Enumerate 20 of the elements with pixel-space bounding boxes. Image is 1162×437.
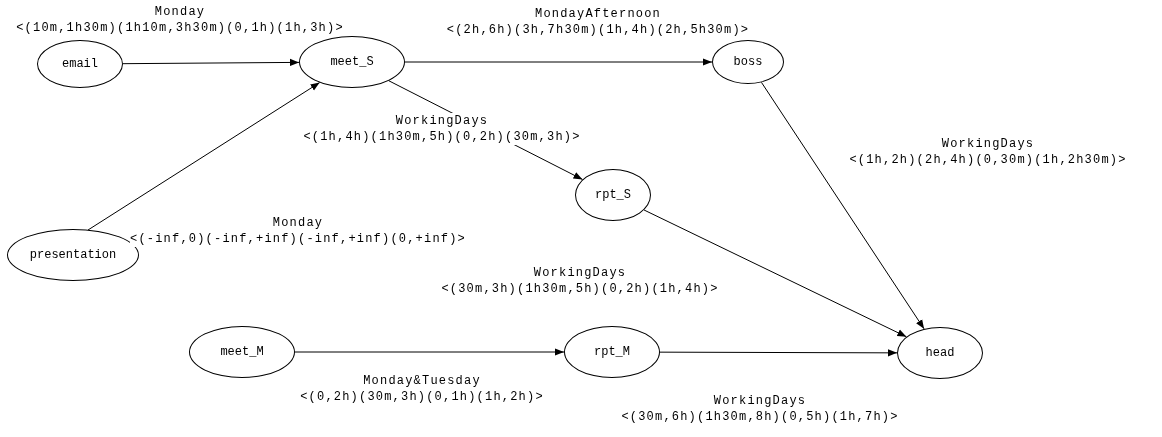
edge-label: WorkingDays <(1h,2h)(2h,4h)(0,30m)(1h,2h30m)> — [849, 136, 1127, 168]
edge-label: MondayAfternoon <(2h,6h)(3h,7h30m)(1h,4h)(2h,5h30m)> — [446, 6, 750, 38]
ellipse-node: rpt_S — [575, 169, 651, 221]
edge-label: Monday <(-inf,0)(-inf,+inf)(-inf,+inf)(0,+inf)> — [130, 215, 466, 247]
arrow — [659, 349, 898, 357]
ellipse-node: meet_M — [189, 326, 295, 378]
edge-label: Monday&Tuesday <(0,2h)(30m,3h)(0,1h)(1h,2h)> — [300, 373, 544, 405]
ellipse-node: email — [37, 40, 123, 88]
arrow — [294, 348, 565, 356]
edge-label: WorkingDays <(1h,4h)(1h30m,5h)(0,2h)(30m,3h)> — [303, 113, 581, 145]
arrow — [87, 82, 321, 231]
arrow — [404, 58, 713, 66]
arrow — [122, 58, 300, 67]
ellipse-node: boss — [712, 40, 784, 84]
ellipse-node: meet_S — [299, 36, 405, 88]
edge-label: WorkingDays <(30m,6h)(1h30m,8h)(0,5h)(1h,7h)> — [621, 393, 899, 425]
edge-label: Monday <(10m,1h30m)(1h10m,3h30m)(0,1h)(1h,3h)> — [16, 4, 344, 36]
ellipse-node: head — [897, 327, 983, 379]
ellipse-node: rpt_M — [564, 326, 660, 378]
edge-label: WorkingDays <(30m,3h)(1h30m,5h)(0,2h)(1h,4h)> — [441, 265, 719, 297]
